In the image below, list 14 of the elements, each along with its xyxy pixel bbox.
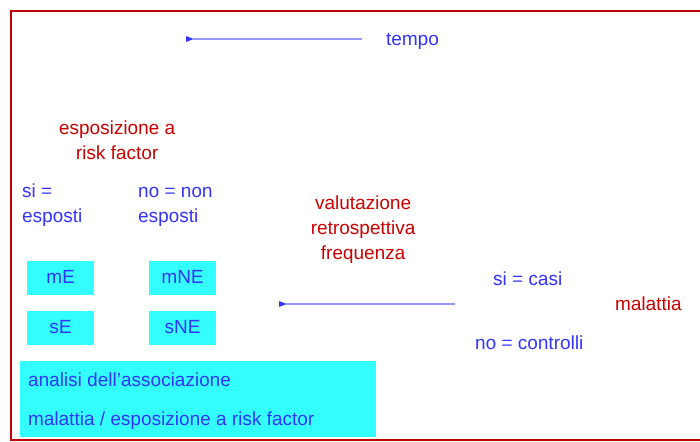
group-box: mE <box>27 261 94 295</box>
column-label: no = non esposti <box>138 180 214 229</box>
group-box: sE <box>27 311 94 345</box>
group-box: mNE <box>149 261 216 295</box>
box-text: malattia / esposizione a risk factor <box>28 408 314 432</box>
row-label: si = casi <box>493 268 564 292</box>
column-label: si = esposti <box>22 180 84 229</box>
group-heading: esposizione a risk factor <box>58 117 176 166</box>
method-note: valutazione retrospettiva frequenza <box>310 192 416 266</box>
group-box: sNE <box>149 311 216 345</box>
row-heading: malattia <box>615 293 683 317</box>
box-heading: analisi dell’associazione <box>28 369 231 393</box>
axis-label: tempo <box>386 28 440 52</box>
row-label: no = controlli <box>475 332 584 356</box>
